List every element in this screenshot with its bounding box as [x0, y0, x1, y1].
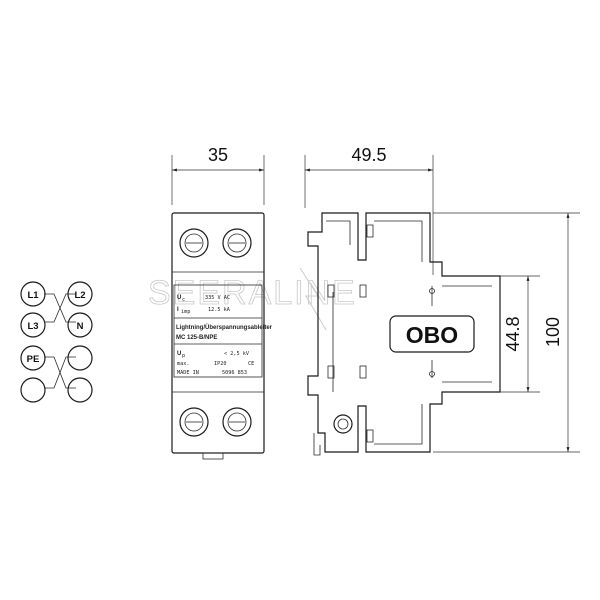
label-line1-value: 335 V AC: [205, 295, 230, 301]
terminal-n-label: N: [77, 321, 84, 332]
side-slot-mid-1: [359, 284, 367, 298]
label-line1-sub: c: [182, 297, 185, 303]
side-logo-frame: [389, 315, 475, 353]
wiring-cross-line-2: [44, 293, 76, 323]
label-line4-left: max.: [177, 361, 190, 367]
label-line5-right: 5096 853: [222, 370, 247, 376]
label-line3-value: < 2,5 kV: [224, 351, 249, 357]
label-line2-value: 12.5 kA: [208, 307, 231, 313]
label-line2-sub: imp: [181, 309, 190, 315]
side-din-foot: [313, 433, 321, 456]
terminal-empty-2: [20, 377, 46, 403]
side-slot-top: [366, 224, 374, 238]
front-screw-top-left: [179, 228, 209, 258]
dim-inner-text: 44.8: [503, 316, 523, 351]
label-line4-right: CE: [248, 361, 254, 367]
side-release-hole: [333, 414, 353, 434]
wiring-diagram: L1 L2 L3 N PE: [20, 281, 93, 403]
side-slot-bottom: [366, 429, 374, 443]
wiring-cross-line-4: [44, 356, 76, 389]
side-logo-text: OBO: [406, 322, 458, 348]
label-line1-symbol: U: [177, 295, 181, 301]
side-slot-mid-2: [359, 365, 367, 379]
front-label-panel: [173, 284, 263, 378]
side-housing: [307, 212, 501, 453]
terminal-n: N: [67, 312, 93, 338]
terminal-l1-label: L1: [27, 290, 39, 301]
front-din-clip: [202, 452, 224, 460]
terminal-l3: L3: [20, 312, 46, 338]
label-product-name: Lightning/Überspannungsableiter: [176, 324, 273, 331]
side-indicator-top-icon: [429, 288, 435, 294]
label-line3-symbol: U: [177, 351, 181, 357]
terminal-pe-label: PE: [27, 354, 40, 365]
label-line5-left: MADE IN: [177, 370, 199, 376]
dim-width-text: 35: [208, 145, 228, 165]
dim-height-text: 100: [543, 317, 563, 347]
front-screw-top-right: [222, 228, 252, 258]
side-indicator-bottom-icon: [429, 371, 435, 377]
side-view: 49.5 OBO 44.8: [304, 145, 580, 456]
front-screw-bottom-right: [222, 407, 252, 437]
dim-depth-text: 49.5: [351, 145, 386, 165]
terminal-empty-1: [67, 345, 93, 371]
terminal-l1: L1: [20, 281, 46, 307]
side-slot-left-1: [327, 284, 335, 298]
front-screw-bottom-left: [179, 407, 209, 437]
terminal-pe: PE: [20, 345, 46, 371]
label-model: MC 125-B/NPE: [176, 335, 217, 341]
terminal-l2-label: L2: [74, 290, 85, 301]
label-line3-sub: p: [182, 353, 185, 359]
side-slot-left-2: [327, 365, 335, 379]
label-line4-mid: IP20: [214, 361, 227, 367]
label-line2-symbol: I: [177, 307, 179, 313]
watermark-bolt-icon: [299, 267, 327, 331]
watermark-text: SEERALINE: [148, 274, 357, 312]
terminal-l2: L2: [67, 281, 93, 307]
terminal-l3-label: L3: [27, 321, 38, 332]
terminal-empty-3: [67, 377, 93, 403]
front-view: 35 U c 335 V AC I imp 12.5 kA Lightning/…: [171, 145, 273, 460]
